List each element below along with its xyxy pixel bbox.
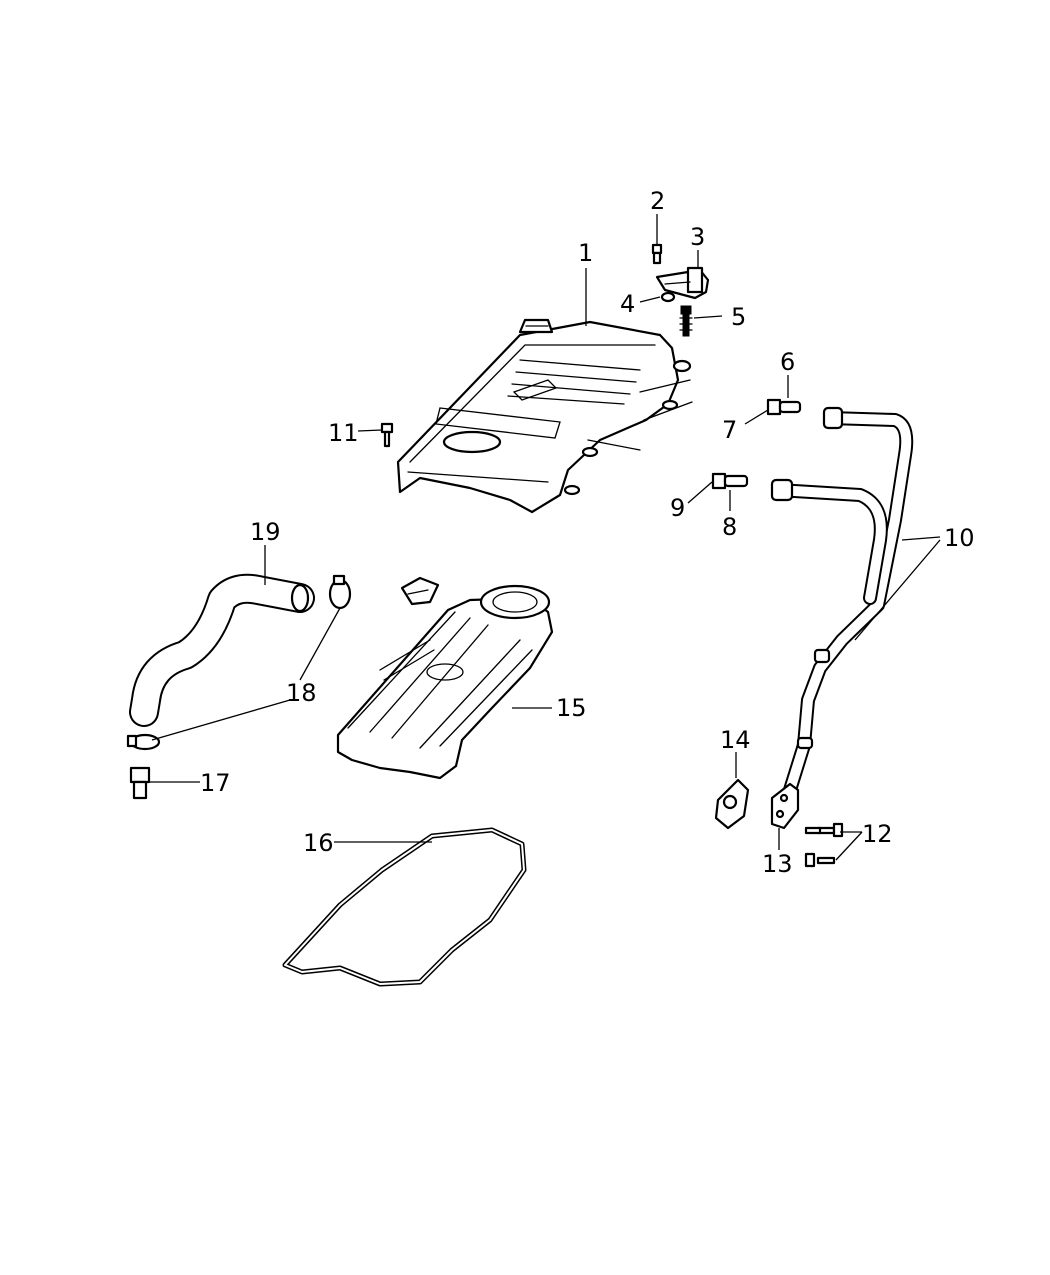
callout-10: 10 (944, 524, 975, 552)
callout-5: 5 (731, 303, 746, 331)
callout-6: 6 (780, 348, 795, 376)
fitting-6 (766, 398, 802, 416)
gasket-16 (282, 827, 527, 987)
bolt-2 (651, 243, 663, 265)
callout-16: 16 (303, 829, 334, 857)
bracket-13 (770, 782, 800, 830)
callout-13: 13 (762, 850, 793, 878)
engine-cover (396, 318, 693, 514)
callout-15: 15 (556, 694, 587, 722)
clamp-18a (126, 733, 161, 751)
callout-labels: 1 2 3 4 5 6 7 8 9 10 11 12 13 14 15 16 1… (200, 187, 975, 878)
callout-2: 2 (650, 187, 665, 215)
clamp-18b (328, 574, 352, 610)
callout-1: 1 (578, 239, 593, 267)
bolt-11 (380, 422, 394, 448)
hose-19 (129, 573, 315, 727)
o-ring-4 (660, 291, 676, 303)
callout-14: 14 (720, 726, 751, 754)
callout-12: 12 (862, 820, 893, 848)
stud-5 (679, 305, 693, 337)
callout-3: 3 (690, 223, 705, 251)
fitting-17 (129, 766, 151, 800)
callout-11: 11 (328, 419, 359, 447)
gasket-14 (714, 778, 750, 830)
bolts-12 (804, 822, 844, 868)
sensor-3 (655, 266, 710, 300)
callout-4: 4 (620, 290, 635, 318)
crankcase-separator-15 (336, 576, 554, 780)
callout-17: 17 (200, 769, 231, 797)
leader-lines (148, 214, 941, 861)
fitting-8 (711, 472, 749, 490)
vent-hoses-10 (770, 406, 914, 819)
callout-9: 9 (670, 494, 685, 522)
callout-19: 19 (250, 518, 281, 546)
callout-18: 18 (286, 679, 317, 707)
callout-8: 8 (722, 513, 737, 541)
callout-7: 7 (722, 416, 737, 444)
